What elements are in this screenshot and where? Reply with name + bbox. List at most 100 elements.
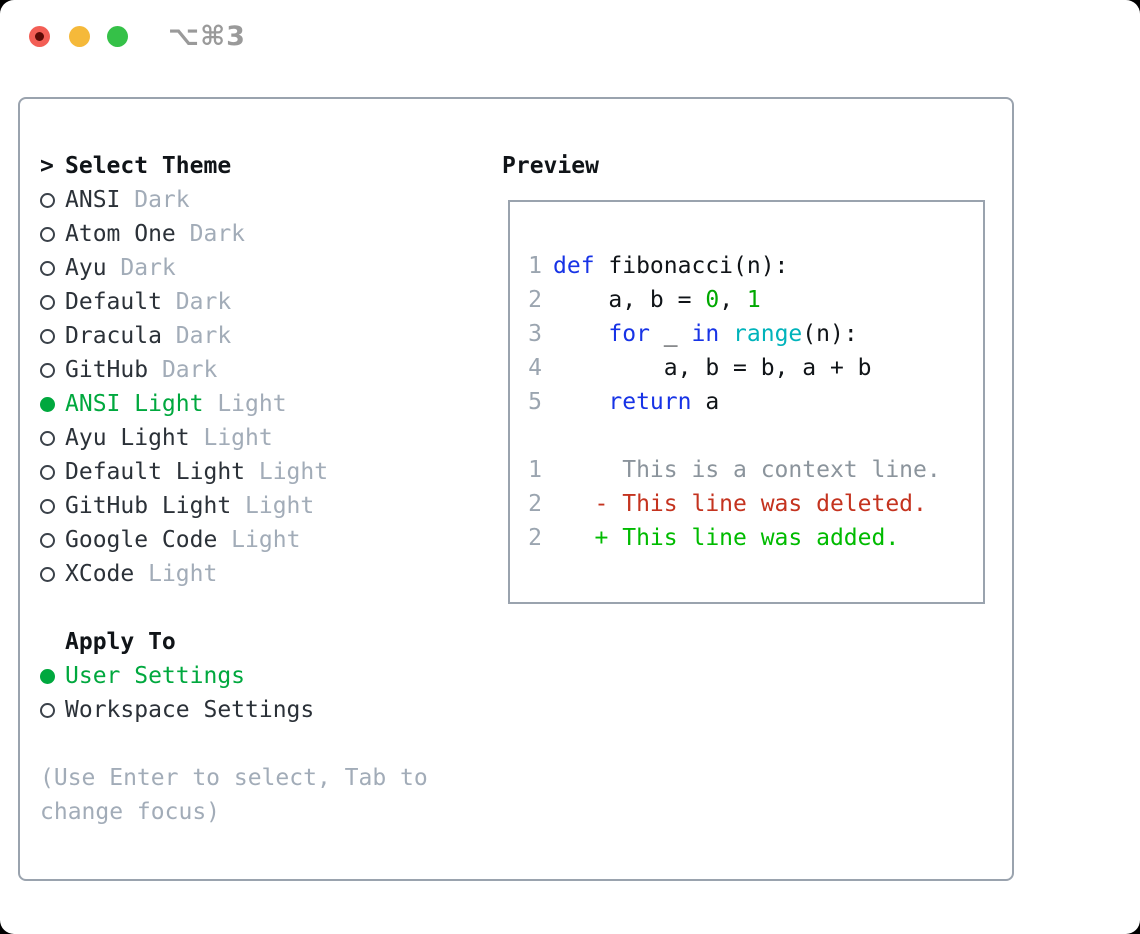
radio-icon [40,703,55,718]
theme-name: Dracula [65,323,162,349]
apply-option-label: Workspace Settings [65,697,315,723]
radio-icon [40,431,55,446]
radio-icon [40,261,55,276]
code-token-lit: 1 [746,287,761,313]
preview-title: Preview [502,153,599,179]
theme-variant-tag: Dark [161,323,232,349]
theme-name: ANSI [65,187,121,213]
apply-option-user-settings[interactable]: User Settings [40,659,490,693]
theme-name: Google Code [65,527,218,553]
help-text: (Use Enter to select, Tab to change focus… [40,761,490,829]
code-token-plain: _ [649,321,692,347]
radio-icon [40,533,55,548]
code-token-plain [553,389,608,415]
code-line: 3 for _ in range(n): [528,317,983,351]
theme-variant-tag: Light [245,459,329,485]
line-number: 2 [528,287,542,313]
theme-list-header: >Select Theme [40,149,490,183]
code-token-plain: , [719,287,747,313]
code-token-kw: in [691,321,720,347]
code-token-plain [553,321,608,347]
code-token-add: + This line was added. [553,525,900,551]
code-token-plain: a, b = [553,287,706,313]
apply-to-title: Apply To [65,629,176,655]
theme-name: Default [65,289,162,315]
theme-variant-tag: Light [231,493,315,519]
theme-variant-tag: Dark [120,187,190,213]
theme-name: ANSI Light [65,391,204,417]
code-token-fn: range [733,321,803,347]
theme-option-github-light[interactable]: GitHub Light Light [40,489,490,523]
theme-variant-tag: Light [217,527,301,553]
spacer [40,591,490,625]
theme-list-title: Select Theme [65,153,232,179]
theme-option-ansi[interactable]: ANSI Dark [40,183,490,217]
theme-option-github[interactable]: GitHub Dark [40,353,490,387]
code-token-del: - This line was deleted. [553,491,927,517]
apply-option-workspace-settings[interactable]: Workspace Settings [40,693,490,727]
diff-line: 2 + This line was added. [528,521,983,555]
theme-name: Ayu [65,255,107,281]
theme-option-default-light[interactable]: Default Light Light [40,455,490,489]
code-token-plain [719,321,733,347]
theme-variant-tag: Dark [148,357,218,383]
radio-selected-icon [40,397,55,412]
code-token-ctx: This is a context line. [553,457,941,483]
theme-option-google-code[interactable]: Google Code Light [40,523,490,557]
diff-line: 2 - This line was deleted. [528,487,983,521]
close-button[interactable] [29,26,50,47]
radio-icon [40,465,55,480]
code-line: 1 def fibonacci(n): [528,249,983,283]
zoom-button[interactable] [107,26,128,47]
close-dot-icon [35,32,44,41]
theme-option-atom-one[interactable]: Atom One Dark [40,217,490,251]
theme-variant-tag: Dark [175,221,246,247]
diff-line: 1 This is a context line. [528,453,983,487]
theme-name: GitHub [65,357,149,383]
minimize-button[interactable] [69,26,90,47]
help-text-line: (Use Enter to select, Tab to [40,765,428,791]
theme-name: Default Light [65,459,246,485]
radio-icon [40,227,55,242]
code-token-plain: a, b = b, a + b [553,355,872,381]
theme-option-dracula[interactable]: Dracula Dark [40,319,490,353]
theme-option-ansi-light[interactable]: ANSI Light Light [40,387,490,421]
line-number: 2 [528,525,542,551]
code-line: 5 return a [528,385,983,419]
theme-variant-tag: Light [189,425,273,451]
theme-option-default[interactable]: Default Dark [40,285,490,319]
line-number: 3 [528,321,542,347]
theme-option-ayu[interactable]: Ayu Dark [40,251,490,285]
line-number: 4 [528,355,542,381]
theme-option-xcode[interactable]: XCode Light [40,557,490,591]
code-token-kw: def [553,253,595,279]
window-shortcut-label: ⌥⌘3 [168,21,246,52]
code-token-plain: fibonacci(n): [594,253,789,279]
theme-name: XCode [65,561,135,587]
theme-name: Ayu Light [65,425,190,451]
code-token-kw: return [608,389,692,415]
apply-option-label: User Settings [65,663,246,689]
theme-variant-tag: Light [134,561,218,587]
line-number: 5 [528,389,542,415]
code-token-plain: (n): [802,321,858,347]
apply-to-header-row: Apply To [40,625,490,659]
radio-icon [40,363,55,378]
code-token-lit: 0 [705,287,720,313]
line-number: 1 [528,253,542,279]
theme-variant-tag: Light [203,391,287,417]
radio-icon [40,499,55,514]
theme-option-ayu-light[interactable]: Ayu Light Light [40,421,490,455]
theme-name: GitHub Light [65,493,232,519]
help-text-line: change focus) [40,799,221,825]
theme-variant-tag: Dark [106,255,176,281]
code-line: 2 a, b = 0, 1 [528,283,983,317]
radio-icon [40,567,55,582]
line-number: 1 [528,457,542,483]
